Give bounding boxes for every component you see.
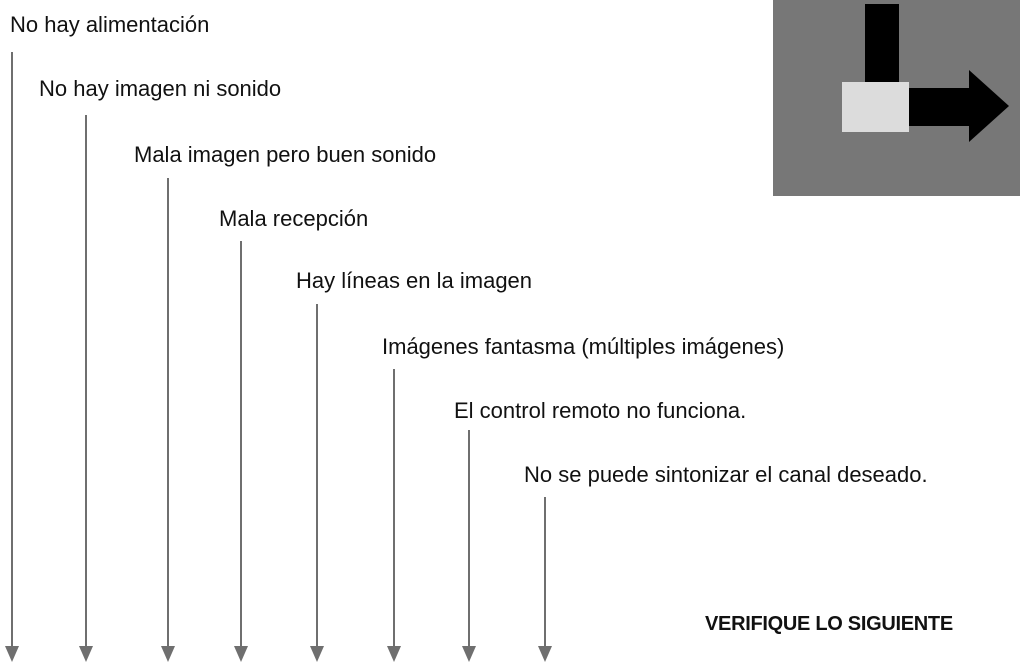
symptom-label-bad-picture: Mala imagen pero buen sonido — [134, 142, 437, 167]
arrow-down-icon — [234, 241, 248, 662]
check-following-heading: VERIFIQUE LO SIGUIENTE — [705, 613, 953, 635]
path-arrow-panel — [773, 0, 1020, 196]
symptom-label-no-power: No hay alimentación — [10, 12, 210, 37]
path-arrow-icon — [842, 4, 1009, 142]
arrow-down-icon — [538, 497, 552, 662]
symptom-label-lines-in-picture: Hay líneas en la imagen — [296, 268, 533, 293]
arrow-down-icon — [387, 369, 401, 662]
arrow-down-icon — [79, 115, 93, 662]
arrow-down-icon — [462, 430, 476, 662]
symptom-label-ghost-images: Imágenes fantasma (múltiples imágenes) — [382, 334, 785, 359]
symptom-label-bad-reception: Mala recepción — [219, 206, 369, 231]
symptom-label-cannot-tune: No se puede sintonizar el canal deseado. — [524, 462, 928, 487]
arrow-down-icon — [310, 304, 324, 662]
arrow-down-icon — [161, 178, 175, 662]
symptom-label-no-picture-sound: No hay imagen ni sonido — [39, 76, 282, 101]
arrow-down-icon — [5, 52, 19, 662]
symptom-label-remote-not-working: El control remoto no funciona. — [454, 398, 747, 423]
